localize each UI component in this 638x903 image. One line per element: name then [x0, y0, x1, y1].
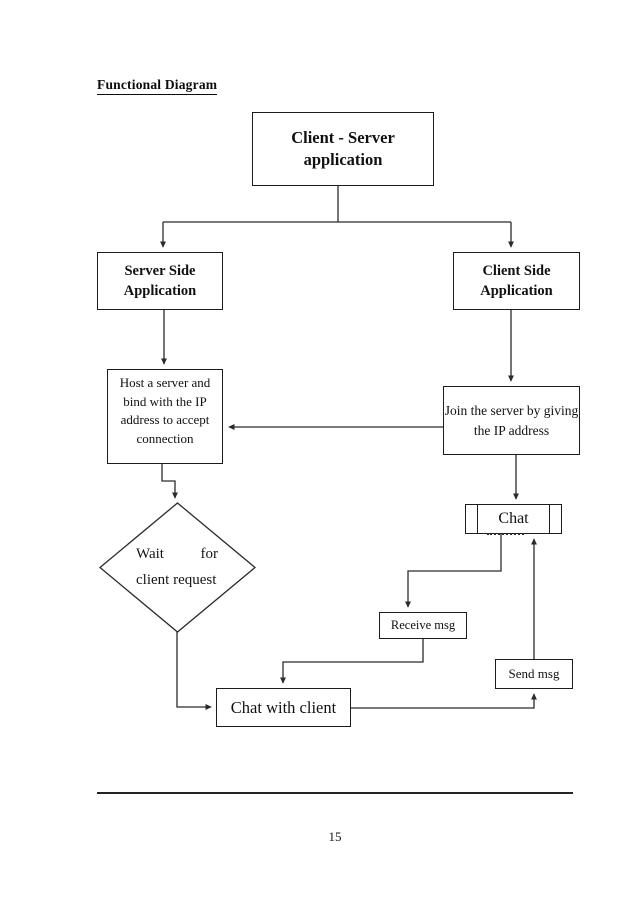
page-title: Functional Diagram [97, 77, 218, 95]
node-join-server: Join the server by giving the IP address [443, 386, 580, 455]
footer-divider [97, 792, 573, 795]
node-label: Chat [498, 510, 529, 527]
node-chat: Chat [465, 504, 562, 534]
node-server-side-application: Server Side Application [97, 252, 223, 310]
node-label: Send msg [508, 666, 560, 681]
node-label: Server Side Application [123, 262, 197, 299]
page-number: 15 [328, 829, 342, 844]
node-wait-for-client-request: Wait for client request [136, 546, 218, 588]
node-label: Client Side Application [480, 262, 553, 299]
node-chat-with-client: Chat with client [216, 688, 351, 727]
node-label: Receive msg [390, 618, 456, 632]
node-receive-msg: Receive msg [379, 612, 467, 639]
node-label: Chat with client [230, 697, 337, 717]
node-label: Client - Server application [291, 127, 395, 169]
predefined-process-bar-right [549, 505, 550, 533]
node-label: Host a server and bind with the IP addre… [119, 375, 211, 446]
node-send-msg: Send msg [495, 659, 573, 689]
node-client-side-application: Client Side Application [453, 252, 580, 310]
node-client-server-application: Client - Server application [252, 112, 434, 186]
predefined-process-bar-left [477, 505, 478, 533]
chat-clipped-text-fragment [487, 533, 524, 535]
node-label: Join the server by giving the IP address [444, 403, 579, 438]
node-host-server: Host a server and bind with the IP addre… [107, 369, 223, 464]
